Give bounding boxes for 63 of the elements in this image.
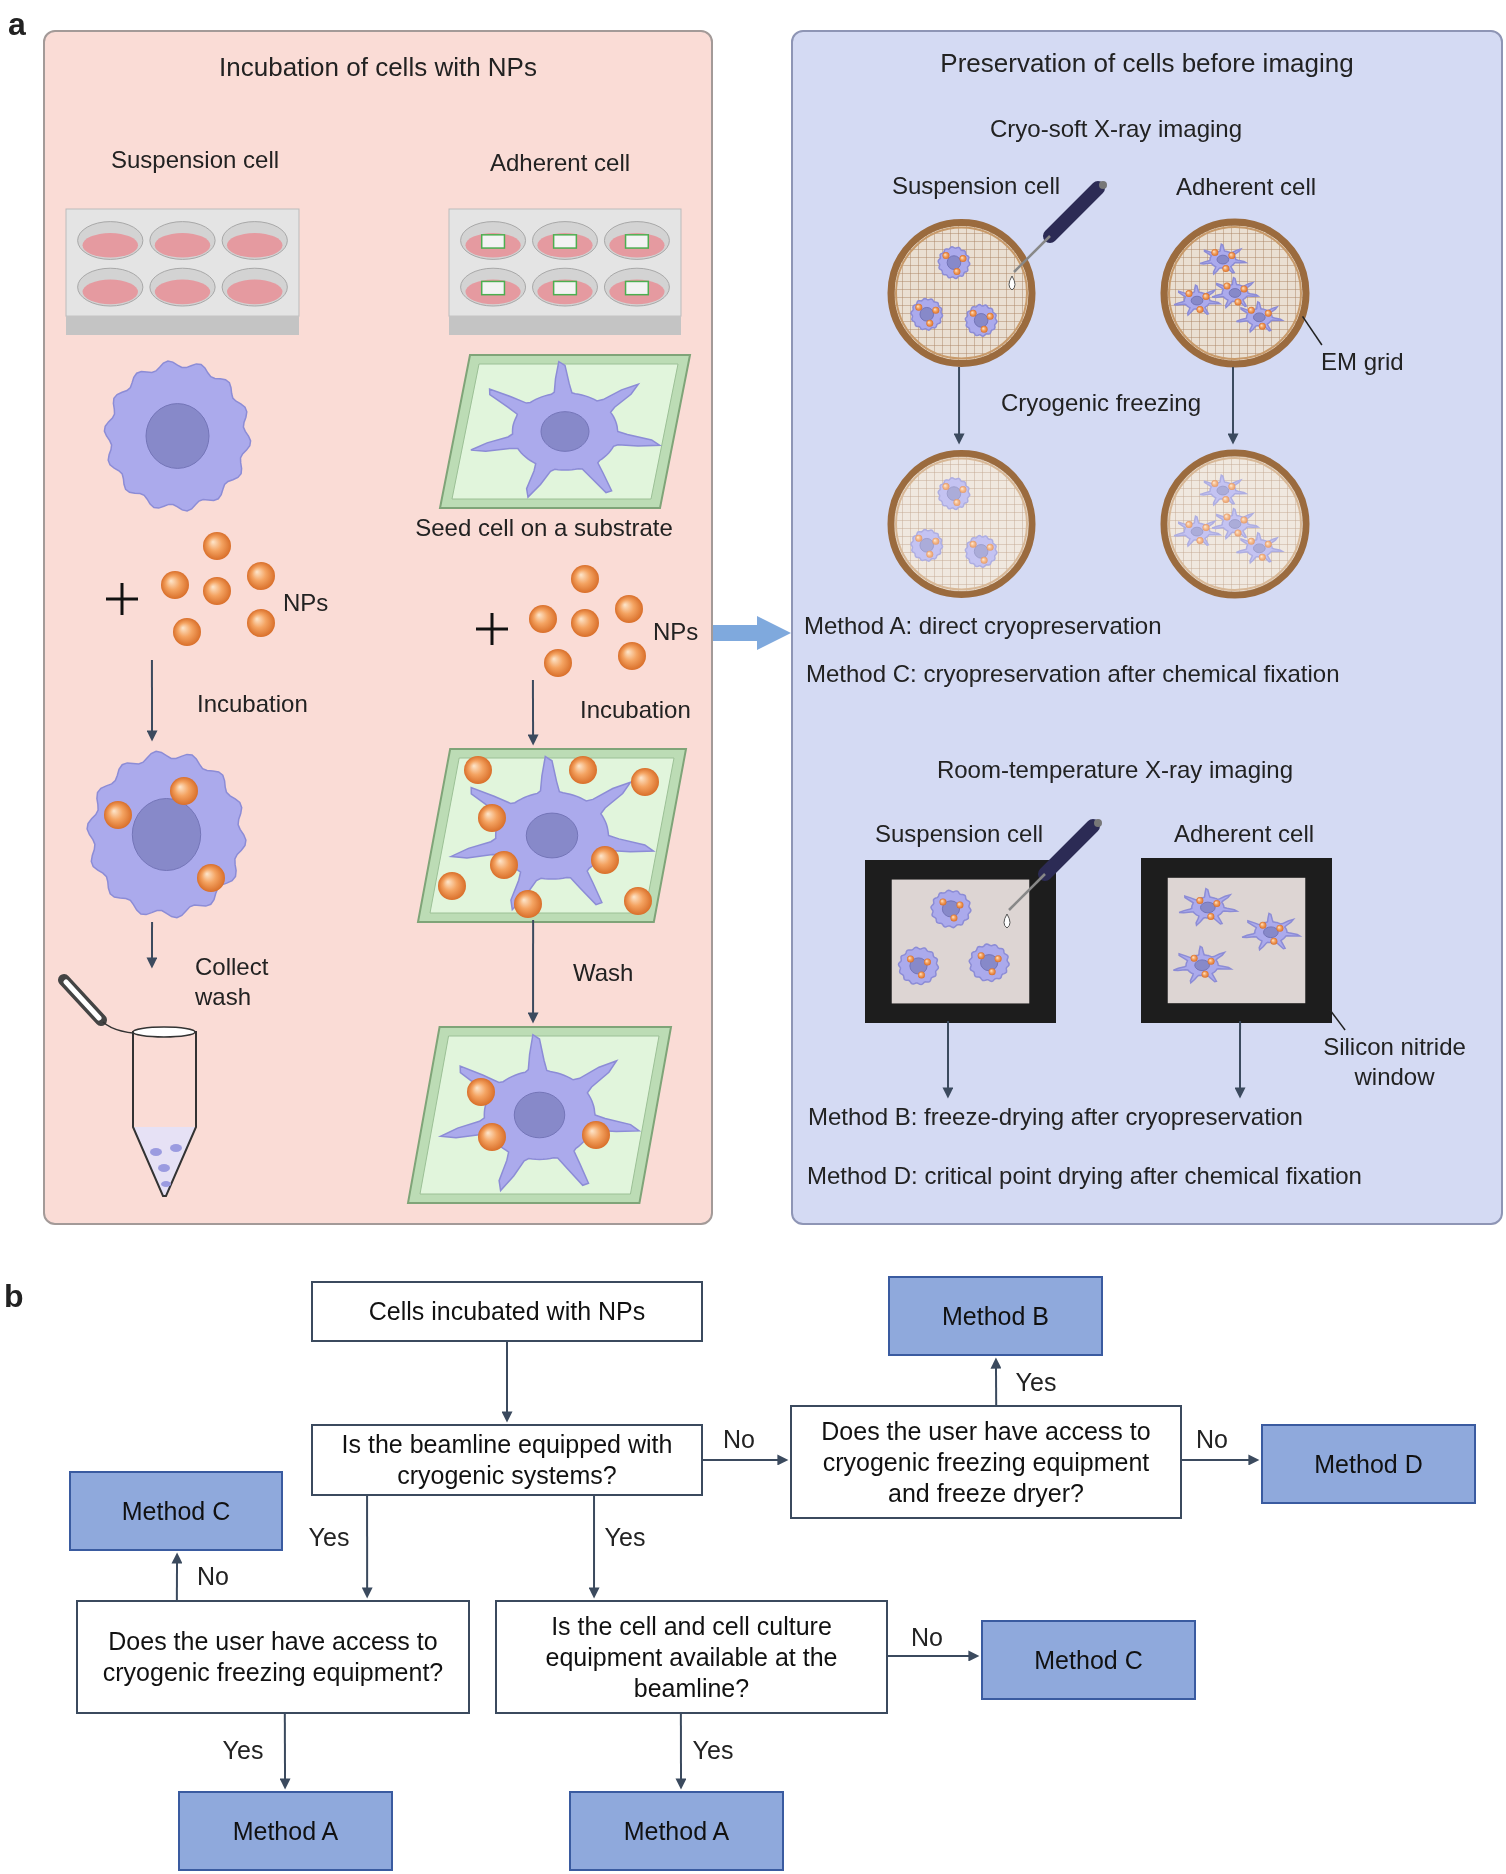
method-text: Method B: freeze-drying after cryopreservation <box>808 1102 1428 1138</box>
panel-title: Preservation of cells before imaging <box>939 47 1355 80</box>
text-label: Cryo-soft X-ray imaging <box>989 114 1243 144</box>
panel-letter: b <box>4 1278 24 1314</box>
arrow <box>588 1495 600 1599</box>
method-box: Method A <box>569 1791 784 1871</box>
process-box: Cells incubated with NPs <box>311 1281 703 1342</box>
nanoparticle-label: NPs <box>653 617 699 647</box>
cell-on-substrate-drawing <box>408 1027 671 1203</box>
process-box: Does the user have access to cryogenic freezing equipment and freeze dryer? <box>790 1405 1182 1519</box>
frozen-em-grid-drawing <box>886 448 1037 600</box>
node-label: Adherent cell <box>1175 172 1317 202</box>
arrow <box>887 1650 980 1662</box>
silicon-nitride-window-drawing <box>1141 858 1332 1023</box>
cell-on-substrate-drawing <box>418 749 686 922</box>
block-arrow <box>713 616 791 650</box>
arrow <box>171 1552 183 1601</box>
leader-line <box>1329 1009 1346 1031</box>
method-box: Method B <box>888 1276 1103 1356</box>
method-box: Method C <box>981 1620 1196 1700</box>
text-label: Adherent cell <box>489 148 631 178</box>
arrow <box>146 659 158 742</box>
node-label: Suspension cell <box>874 819 1044 849</box>
arrow <box>953 366 965 445</box>
nanoparticle-label: NPs <box>283 588 329 618</box>
leader-line <box>1301 315 1323 346</box>
silicon-nitride-window-drawing <box>865 860 1056 1023</box>
arrow <box>702 1454 789 1466</box>
arrow <box>146 921 158 969</box>
arrow <box>501 1341 513 1423</box>
arrow <box>279 1713 291 1790</box>
arrow <box>675 1713 687 1790</box>
panel-letter: a <box>8 6 26 42</box>
arrow <box>942 1020 954 1099</box>
text-label: Method C: cryopreservation after chemical fixation <box>806 659 1340 689</box>
arrow <box>1234 1020 1246 1099</box>
process-box: Does the user have access to cryogenic freezing equipment? <box>76 1600 470 1714</box>
arrow <box>361 1495 373 1599</box>
em-grid-drawing <box>886 217 1037 369</box>
arrow <box>1181 1454 1260 1466</box>
text-label: Method D: critical point drying after chemical fixation <box>807 1161 1362 1191</box>
node-label: Suspension cell <box>891 171 1061 201</box>
method-box: Method A <box>178 1791 393 1871</box>
text-label: Seed cell on a substrate <box>415 513 673 543</box>
frozen-em-grid-drawing <box>1159 448 1311 600</box>
panel <box>791 30 1503 1225</box>
text-label: Suspension cell <box>110 145 280 175</box>
arrow <box>990 1357 1002 1406</box>
arrow <box>527 919 539 1024</box>
text-label: Room-temperature X-ray imaging <box>936 755 1294 785</box>
method-box: Method C <box>69 1471 283 1551</box>
arrow <box>1227 366 1239 445</box>
callout-label: EM grid <box>1321 347 1417 382</box>
callout-label: Silicon nitride window <box>1307 1032 1482 1094</box>
text-label: Cryogenic freezing <box>1000 388 1202 418</box>
text-label: Method A: direct cryopreservation <box>804 611 1162 641</box>
process-box: Is the cell and cell culture equipment available at the beamline? <box>495 1600 888 1714</box>
process-box: Is the beamline equipped with cryogenic systems? <box>311 1424 703 1496</box>
arrow <box>527 679 539 746</box>
em-grid-drawing <box>1159 217 1311 369</box>
node-label: Adherent cell <box>1173 819 1315 849</box>
method-box: Method D <box>1261 1424 1476 1504</box>
panel-title: Incubation of cells with NPs <box>218 51 538 84</box>
